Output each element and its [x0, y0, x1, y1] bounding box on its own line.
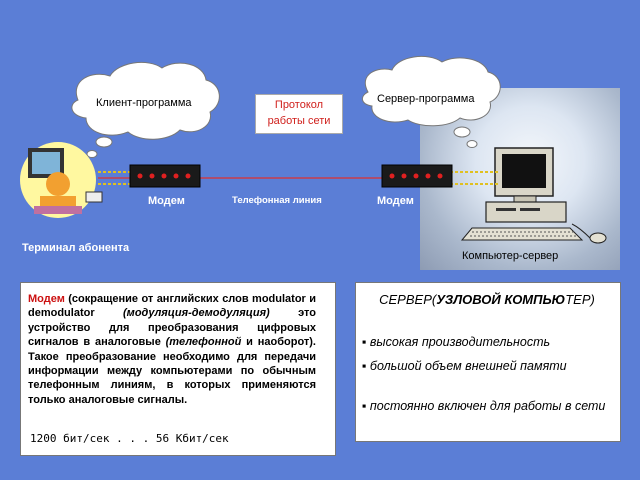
- server-title-a: СЕРВЕР(: [379, 292, 437, 307]
- desc-part-1: (сокращение от английских слов modulator…: [28, 293, 316, 320]
- server-photo: [420, 88, 620, 270]
- server-thought-cloud: [362, 55, 501, 148]
- protocol-label: Протокол работы сети: [258, 97, 340, 129]
- modem-speed: 1200 бит/сек . . . 56 Кбит/сек: [30, 432, 229, 445]
- server-computer-label: Компьютер-сервер: [462, 250, 559, 262]
- server-computer-illustration: [460, 147, 607, 244]
- right-modem-icon: [381, 164, 453, 188]
- server-title-c: ТЕР): [565, 292, 595, 307]
- modem-term: Модем: [28, 293, 65, 305]
- left-modem-label: Модем: [148, 195, 185, 207]
- server-program-label: Сервер-программа: [377, 93, 475, 105]
- desc-part-4: (телефонной: [165, 336, 242, 349]
- desc-part-5: и наоборот). Такое преобразование необхо…: [28, 336, 316, 406]
- server-feature-3: ▪ постоянно включен для работы в сети: [362, 399, 606, 413]
- server-feature-1: ▪ высокая производительность: [362, 335, 551, 349]
- modem-description: Модем (сокращение от английских слов mod…: [28, 292, 316, 407]
- terminal-user-icon: [20, 142, 103, 218]
- server-feature-2-text: большой объем внешней памяти: [369, 359, 567, 373]
- terminal-label: Терминал абонента: [22, 242, 130, 254]
- protocol-line-2: работы сети: [267, 115, 331, 127]
- phone-line-label: Телефонная линия: [232, 195, 322, 206]
- network-diagram: [20, 55, 501, 218]
- server-info-panel: [355, 282, 621, 442]
- client-thought-cloud: [71, 61, 220, 158]
- right-modem-label: Модем: [377, 195, 414, 207]
- server-title: СЕРВЕР(УЗЛОВОЙ КОМПЬЮТЕР): [360, 292, 614, 307]
- protocol-box: [255, 94, 343, 134]
- server-feature-3-text: постоянно включен для работы в сети: [369, 399, 606, 413]
- client-program-label: Клиент-программа: [96, 97, 192, 109]
- server-feature-2: ▪ большой объем внешней памяти: [362, 359, 567, 373]
- modem-info-panel: [20, 282, 336, 456]
- protocol-line-1: Протокол: [274, 99, 324, 111]
- desc-part-2: (модуляция-демодуляция): [123, 307, 270, 320]
- left-modem-icon: [129, 164, 201, 188]
- server-feature-1-text: высокая производительность: [369, 335, 551, 349]
- server-title-b: УЗЛОВОЙ КОМПЬЮ: [436, 292, 566, 307]
- desc-part-3: это устройство для преобразования цифров…: [28, 307, 317, 349]
